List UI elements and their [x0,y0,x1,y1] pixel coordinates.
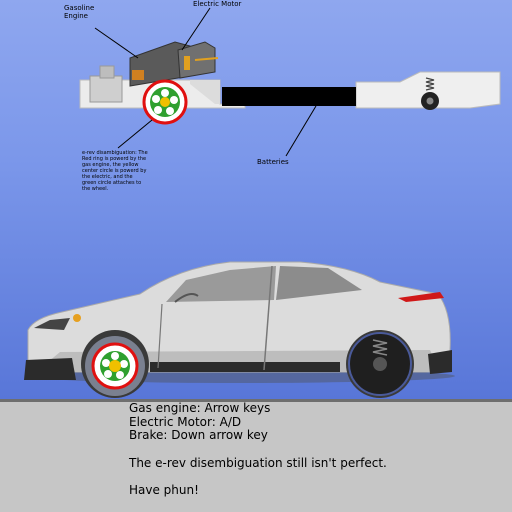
rear-spring [372,339,388,356]
yellow-core-diagram [160,97,170,107]
gear-hole [170,96,178,104]
control-brake: Brake: Down arrow key [129,428,268,442]
car-side-skirt [150,362,340,372]
car[interactable] [0,0,512,400]
rear-hub [373,357,387,371]
gear-hole [166,107,174,115]
front-window [166,266,276,302]
motor-shaft [194,57,219,61]
gear-hole [104,370,112,378]
ground-edge [0,399,512,402]
engine-block [89,75,123,103]
electric-motor-label: Electric Motor [193,0,242,8]
chassis-ramp [190,80,220,104]
have-phun: Have phun! [129,483,199,497]
front-bumper [24,358,76,380]
gear-hole [102,359,110,367]
gear-hole [111,352,119,360]
taillight [398,292,444,302]
rear-hub-diagram [426,97,434,105]
gear-hole [152,95,160,103]
gear-hole [120,360,128,368]
gasoline-pointer [94,27,139,59]
rear-spring-diagram [425,77,435,91]
ground [0,402,512,512]
motor-pointer [181,7,211,51]
headlight [34,318,70,330]
rear-window [276,266,362,300]
drivetrain-diagram [79,7,501,157]
door-seam [263,265,273,371]
rear-bumper [428,350,452,374]
control-electric: Electric Motor: A/D [129,414,242,429]
erev-note: e-rev disambiguation: The Red ring is po… [82,150,148,192]
note-pointer [117,119,153,149]
engine-fuel-tag [132,70,144,80]
gear-hole [116,371,124,379]
erev-status: The e-rev disembiguation still isn't per… [129,455,387,470]
gear-hole [154,106,162,114]
batteries-label: Batteries [257,158,289,166]
yellow-core [109,360,121,372]
front-indicator [73,314,81,322]
electric-motor-coil [184,56,190,70]
control-gas: Gas engine: Arrow keys [129,401,271,415]
battery-pointer [285,105,317,157]
front-door-edge [157,303,163,369]
engine-intake [99,65,115,79]
side-mirror [174,293,199,303]
controls-help: Gas engine: Arrow keys Electric Motor: A… [129,401,387,498]
battery-pack [222,87,356,106]
gasoline-engine-label: Gasoline Engine [64,4,95,20]
gear-hole [161,89,169,97]
